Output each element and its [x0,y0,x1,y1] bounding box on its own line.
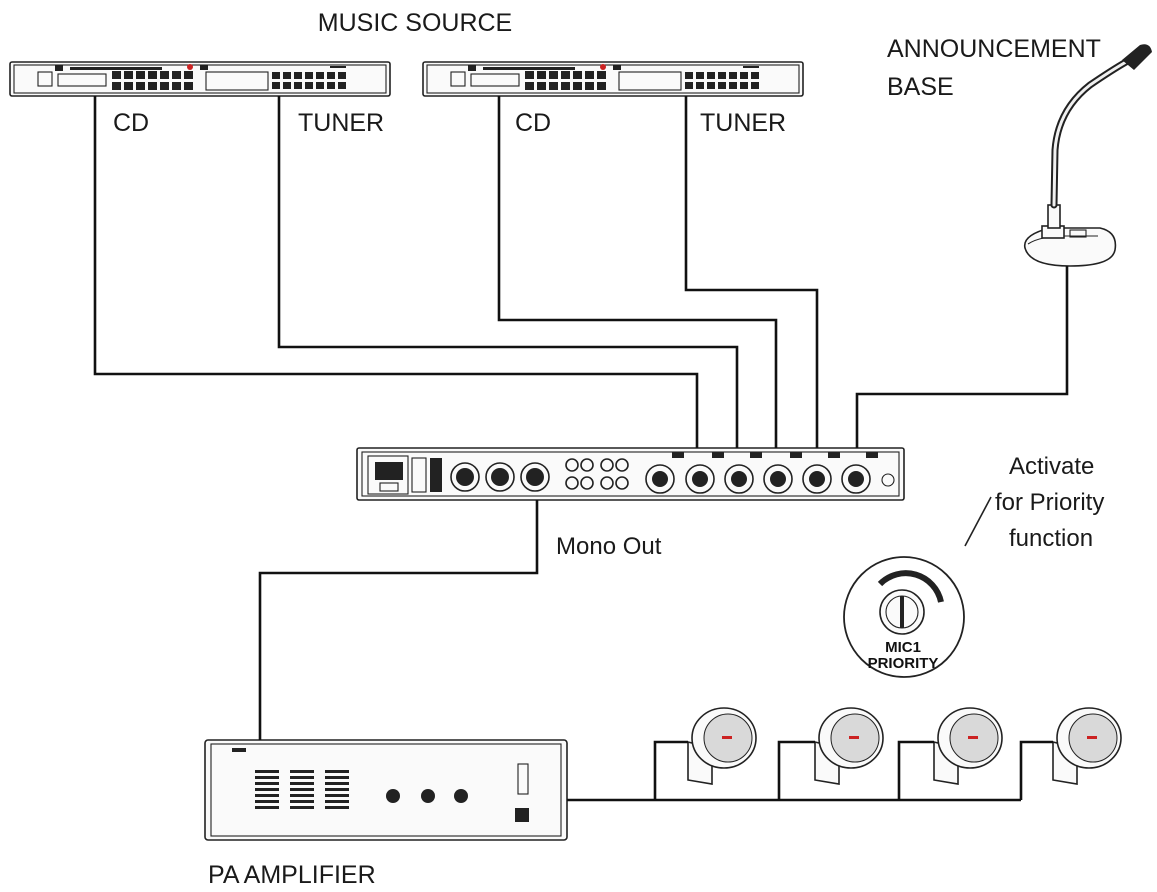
activate-label-line2: for Priority [995,489,1104,516]
knob-label-line1: MIC1 [885,639,921,656]
microphone-icon [1023,44,1152,267]
rack-unit-icon [9,61,391,97]
amplifier-icon [204,739,568,841]
rack-unit-icon [422,61,804,97]
priority-callout [843,496,992,678]
mixer-rear-panel-icon [356,447,905,501]
mono-out-label: Mono Out [556,533,662,560]
cd-label-1: CD [113,109,149,137]
priority-knob-icon [877,570,944,635]
knob-label-line2: PRIORITY [868,655,939,672]
pa-amplifier-label: PA AMPLIFIER [208,861,376,889]
activate-label-line1: Activate [1009,453,1094,480]
tuner-label-1: TUNER [298,109,384,137]
cd-label-2: CD [515,109,551,137]
music-source-label: MUSIC SOURCE [318,9,512,37]
speaker-icon [814,707,884,785]
speaker-icon [687,707,757,785]
speaker-icon [1052,707,1122,785]
speaker-icon [933,707,1003,785]
speaker-wires [567,740,1053,802]
activate-label-line3: function [1009,525,1093,552]
announcement-label-line1: ANNOUNCEMENT [887,35,1101,63]
announcement-label-line2: BASE [887,73,954,101]
tuner-label-2: TUNER [700,109,786,137]
signal-wires [93,96,1069,740]
